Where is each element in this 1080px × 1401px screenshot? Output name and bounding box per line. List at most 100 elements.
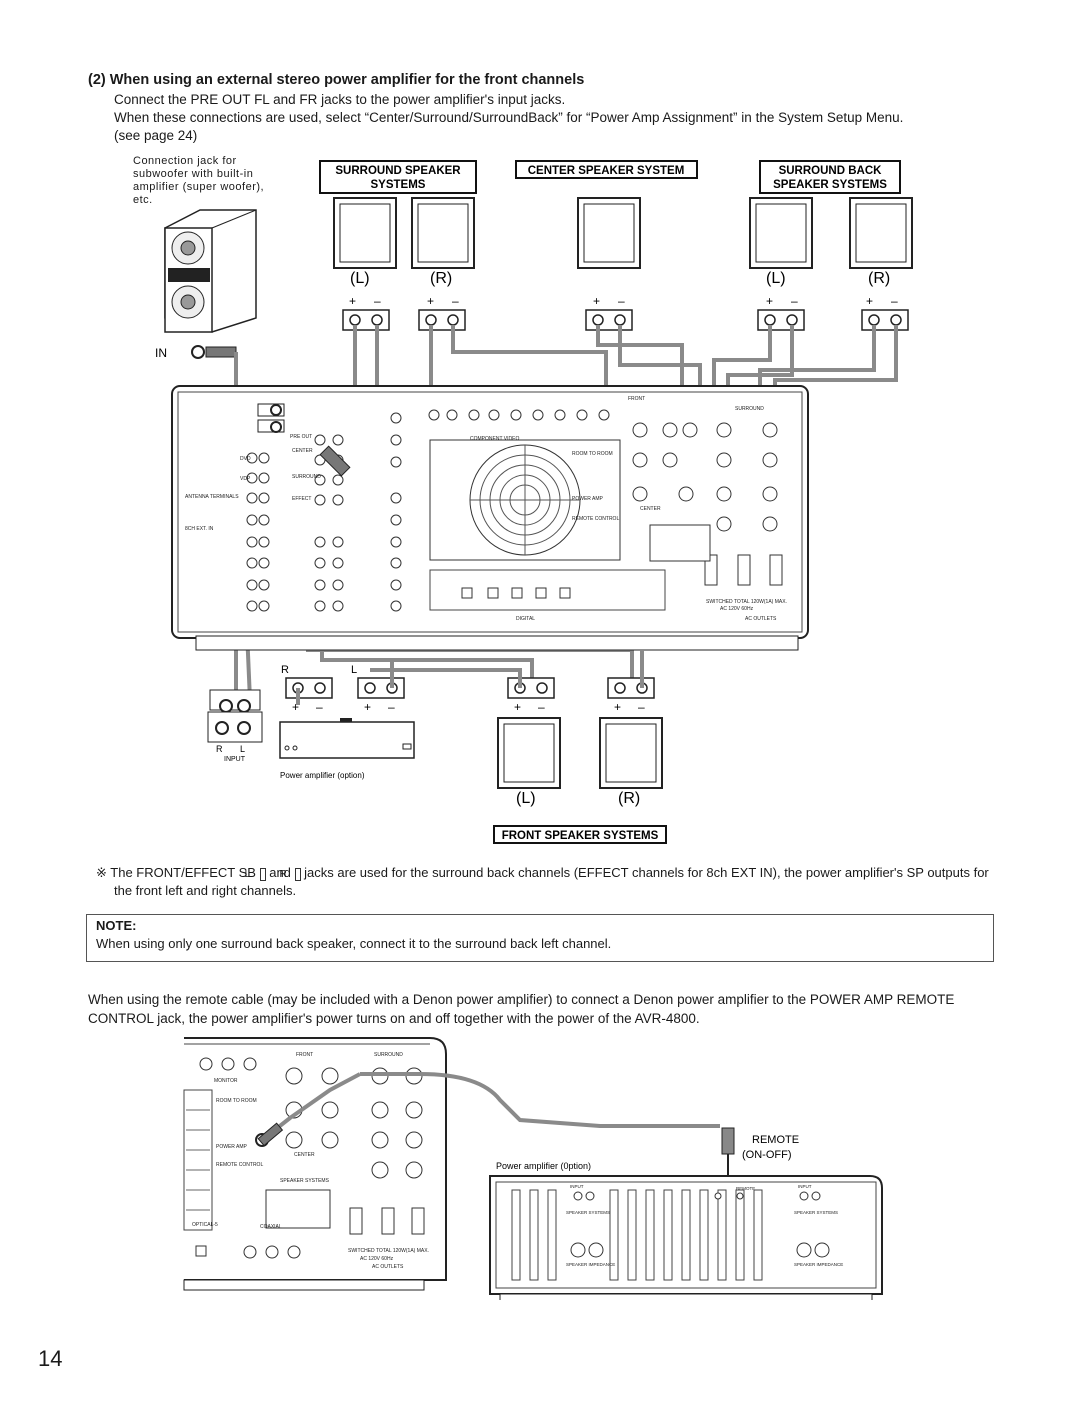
svg-text:DVD: DVD xyxy=(240,456,251,462)
note-text: When using only one surround back speake… xyxy=(96,936,612,951)
svg-text:SPEAKER IMPEDANCE: SPEAKER IMPEDANCE xyxy=(794,1262,843,1267)
power-amp-illustration xyxy=(279,718,415,759)
svg-text:SWITCHED TOTAL 120W(1A) MAX.: SWITCHED TOTAL 120W(1A) MAX. xyxy=(348,1248,429,1254)
remote-power-amp-label: Power amplifier (0ption) xyxy=(496,1161,591,1171)
svg-text:MONITOR: MONITOR xyxy=(214,1078,238,1084)
svg-text:REMOTE CONTROL: REMOTE CONTROL xyxy=(216,1162,263,1168)
svg-text:AC OUTLETS: AC OUTLETS xyxy=(372,1264,404,1270)
svg-text:+: + xyxy=(364,700,371,714)
svg-text:–: – xyxy=(891,294,898,308)
amp-input-jacks: R L INPUT xyxy=(207,689,263,763)
center-speaker-label: CENTER SPEAKER SYSTEM xyxy=(528,165,685,177)
svg-text:+: + xyxy=(866,294,873,308)
front-speaker-left xyxy=(497,717,561,789)
page-number: 14 xyxy=(38,1346,63,1371)
svg-text:8CH EXT. IN: 8CH EXT. IN xyxy=(185,526,214,532)
svg-text:–: – xyxy=(791,294,798,308)
svg-text:+: + xyxy=(766,294,773,308)
svg-text:SPEAKER IMPEDANCE: SPEAKER IMPEDANCE xyxy=(566,1262,615,1267)
svg-text:+: + xyxy=(514,700,521,714)
svg-text:AC OUTLETS: AC OUTLETS xyxy=(745,616,777,622)
svg-text:EFFECT: EFFECT xyxy=(292,496,311,502)
svg-text:AC 120V 60Hz: AC 120V 60Hz xyxy=(720,606,754,612)
svg-text:VDP: VDP xyxy=(240,476,251,482)
front-right-label: (R) xyxy=(618,790,640,807)
power-amp-option-label: Power amplifier (option) xyxy=(280,771,365,780)
surround-speaker-right xyxy=(411,197,475,269)
svg-text:SURROUND: SURROUND xyxy=(292,474,321,480)
svg-text:–: – xyxy=(618,294,625,308)
subwoofer-note: Connection jack for subwoofer with built… xyxy=(133,155,265,206)
instruction-line-1: Connect the PRE OUT FL and FR jacks to t… xyxy=(114,92,566,107)
svg-text:ROOM TO ROOM: ROOM TO ROOM xyxy=(572,451,613,457)
center-speaker xyxy=(577,197,641,269)
surround-back-speaker-left xyxy=(749,197,813,269)
svg-text:–: – xyxy=(388,700,395,714)
svg-text:INPUT: INPUT xyxy=(570,1184,584,1189)
svg-text:FRONT: FRONT xyxy=(296,1052,313,1058)
surround-speaker-left xyxy=(333,197,397,269)
remote-diagram: FRONT SURROUND MONITOR ROOM TO ROOM POWER … xyxy=(183,1037,883,1300)
surround-back-label: SURROUND BACK xyxy=(779,165,883,177)
surround-back-left-label: (L) xyxy=(766,270,786,287)
note-title: NOTE: xyxy=(96,918,137,933)
svg-text:SWITCHED TOTAL 120W(1A) MAX.: SWITCHED TOTAL 120W(1A) MAX. xyxy=(706,599,787,605)
front-left-label: (L) xyxy=(516,790,536,807)
svg-text:SURROUND: SURROUND xyxy=(374,1052,403,1058)
remote-label: REMOTE xyxy=(752,1134,799,1146)
svg-text:CENTER: CENTER xyxy=(640,506,661,512)
surround-left-label: (L) xyxy=(350,270,370,287)
svg-text:FRONT: FRONT xyxy=(628,396,645,402)
svg-text:INPUT: INPUT xyxy=(798,1184,812,1189)
svg-text:+: + xyxy=(349,294,356,308)
svg-text:–: – xyxy=(374,294,381,308)
surround-back-systems-label: SPEAKER SYSTEMS xyxy=(773,179,887,191)
svg-text:R: R xyxy=(281,664,289,676)
on-off-label: (ON-OFF) xyxy=(742,1149,791,1161)
input-label: INPUT xyxy=(224,756,246,763)
section-heading: (2) When using an external stereo power … xyxy=(88,72,585,88)
svg-text:–: – xyxy=(538,700,545,714)
wiring-diagram: IN SURROUND SPEAKER SYSTEMS CENTER SPEAK… xyxy=(155,160,913,844)
remote-paragraph: When using the remote cable (may be incl… xyxy=(88,992,955,1026)
svg-text:CENTER: CENTER xyxy=(294,1152,315,1158)
surround-back-right-label: (R) xyxy=(868,270,890,287)
svg-text:–: – xyxy=(638,700,645,714)
svg-text:SPEAKER SYSTEMS: SPEAKER SYSTEMS xyxy=(280,1178,330,1184)
subwoofer-illustration xyxy=(164,209,257,333)
svg-text:PRE OUT: PRE OUT xyxy=(290,434,312,440)
footnote: ※ The FRONT/EFFECT SB L and R jacks are … xyxy=(96,865,989,898)
receiver-rear-panel: PRE OUT CENTER SURROUND EFFECT DVD VDP A… xyxy=(171,385,809,651)
svg-text:–: – xyxy=(316,700,323,714)
surround-speaker-label: SURROUND SPEAKER xyxy=(335,165,461,177)
receiver-partial-panel: FRONT SURROUND MONITOR ROOM TO ROOM POWER … xyxy=(183,1037,447,1291)
svg-text:R: R xyxy=(216,744,223,754)
svg-text:–: – xyxy=(452,294,459,308)
svg-text:REMOTE: REMOTE xyxy=(736,1186,755,1191)
svg-text:+: + xyxy=(614,700,621,714)
surround-right-label: (R) xyxy=(430,270,452,287)
surround-systems-label: SYSTEMS xyxy=(371,179,426,191)
svg-text:POWER AMP: POWER AMP xyxy=(216,1144,248,1150)
svg-text:DIGITAL: DIGITAL xyxy=(516,616,535,622)
svg-text:COMPONENT VIDEO: COMPONENT VIDEO xyxy=(470,436,519,442)
note-box xyxy=(86,914,994,962)
svg-text:POWER AMP: POWER AMP xyxy=(572,496,604,502)
svg-text:+: + xyxy=(593,294,600,308)
in-label: IN xyxy=(155,346,167,360)
instruction-line-3: (see page 24) xyxy=(114,128,198,143)
svg-text:ROOM TO ROOM: ROOM TO ROOM xyxy=(216,1098,257,1104)
svg-text:ANTENNA TERMINALS: ANTENNA TERMINALS xyxy=(185,494,239,500)
svg-text:OPTICAL-5: OPTICAL-5 xyxy=(192,1222,218,1228)
svg-text:SURROUND: SURROUND xyxy=(735,406,764,412)
svg-text:REMOTE CONTROL: REMOTE CONTROL xyxy=(572,516,619,522)
svg-text:SPEAKER SYSTEMS: SPEAKER SYSTEMS xyxy=(566,1210,610,1215)
svg-text:CENTER: CENTER xyxy=(292,448,313,454)
instruction-line-2: When these connections are used, select … xyxy=(114,110,904,125)
svg-text:L: L xyxy=(240,744,245,754)
svg-text:AC 120V 60Hz: AC 120V 60Hz xyxy=(360,1256,394,1262)
svg-text:+: + xyxy=(292,700,299,714)
svg-text:SPEAKER SYSTEMS: SPEAKER SYSTEMS xyxy=(794,1210,838,1215)
svg-text:L: L xyxy=(351,664,357,676)
svg-text:+: + xyxy=(427,294,434,308)
